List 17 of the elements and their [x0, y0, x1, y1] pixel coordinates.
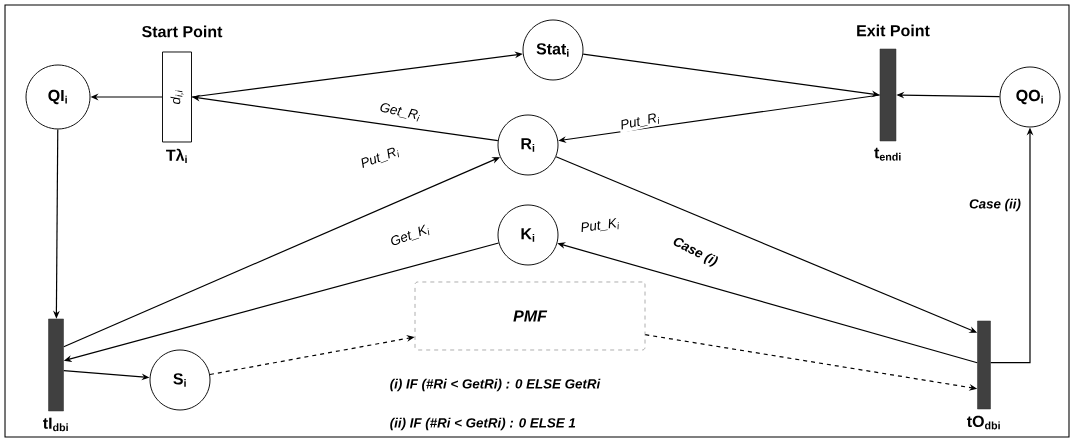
pmf-box: PMF — [414, 281, 646, 351]
edge-label: Put_R$_{i}$ — [357, 144, 403, 172]
transition-label: t$_{endi}$ — [874, 147, 901, 161]
edge-label: Get_K$_{i}$ — [387, 221, 433, 251]
transition-label: Tλ$_{i}$ — [166, 148, 187, 164]
condition-text: (ii) IF (#Ri < GetRi) : 0 ELSE 1 — [390, 417, 576, 431]
edge-label: Case (i) — [668, 233, 722, 271]
transition-label: tO$_{dbi}$ — [966, 415, 1000, 430]
condition-text: (i) IF (#Ri < GetRi) : 0 ELSE GetRi — [390, 378, 601, 392]
transition-label: tI$_{dbi}$ — [43, 417, 68, 432]
transition-box: d$_{i,i}$ — [162, 51, 192, 143]
edge-label: Put_R$_{i}$ — [617, 110, 663, 134]
edge-label: Get_R$_{i}$ — [377, 100, 423, 124]
edge-label: Case (ii) — [967, 197, 1023, 213]
heading: Start Point — [142, 25, 223, 38]
heading: Exit Point — [857, 24, 930, 37]
edge-label: Put_K$_{i}$ — [578, 216, 622, 236]
